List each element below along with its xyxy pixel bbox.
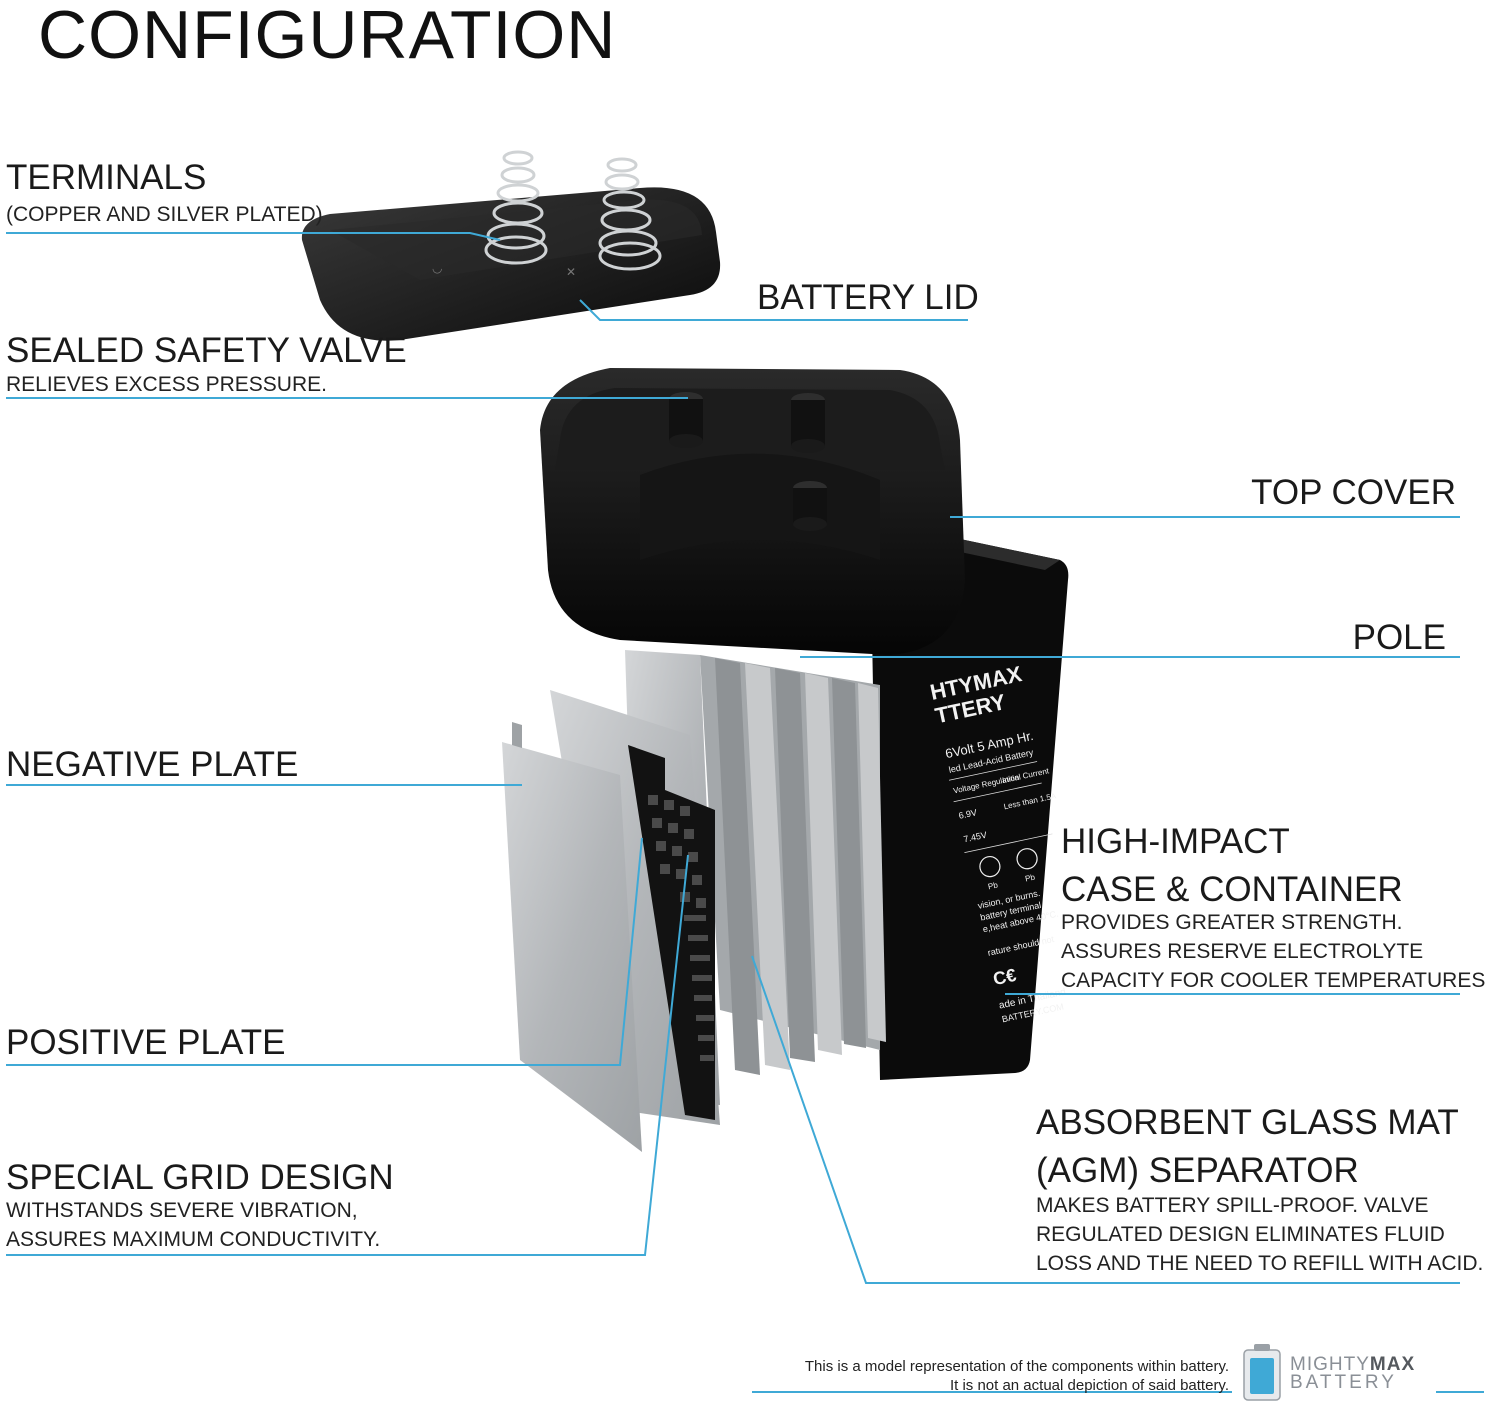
label-sealed-safety-valve-sub: RELIEVES EXCESS PRESSURE. [6, 373, 327, 396]
label-battery-lid: BATTERY LID [757, 278, 979, 317]
label-terminals: TERMINALS [6, 158, 207, 197]
label-agm-2: (AGM) SEPARATOR [1036, 1151, 1359, 1190]
case-pb-1: Pb [987, 880, 999, 891]
logo-line-1: MIGHTYMAX [1290, 1354, 1415, 1376]
page-title: CONFIGURATION [38, 0, 617, 73]
footnote-line-2: It is not an actual depiction of said ba… [949, 1376, 1229, 1394]
footnote: This is a model representation of the co… [805, 1358, 1229, 1396]
label-sealed-safety-valve: SEALED SAFETY VALVE [6, 331, 407, 370]
spring-right-icon [598, 157, 662, 271]
label-agm-sub-2: REGULATED DESIGN ELIMINATES FLUID [1036, 1223, 1445, 1246]
terminal-springs [484, 150, 662, 271]
top-cover [540, 368, 965, 655]
leader-special-grid [6, 854, 689, 1256]
leader-positive-plate [6, 837, 643, 1066]
spring-left-icon [484, 150, 548, 265]
leader-agm [751, 955, 1460, 1284]
lid-minus-mark: ◡ [432, 261, 442, 275]
label-agm-sub-1: MAKES BATTERY SPILL-PROOF. VALVE [1036, 1194, 1429, 1217]
grid-cells [648, 795, 714, 1061]
label-agm-1: ABSORBENT GLASS MAT [1036, 1103, 1459, 1142]
logo-mighty: MIGHTY [1290, 1354, 1370, 1375]
case-pb-2: Pb [1024, 872, 1036, 883]
plate-stack [502, 650, 720, 1152]
label-special-grid-sub-1: WITHSTANDS SEVERE VIBRATION, [6, 1199, 358, 1222]
lid-plus-mark: ✕ [566, 265, 576, 279]
recycle-icon [979, 856, 1001, 878]
no-trash-icon [1016, 848, 1038, 870]
agm-separator [700, 655, 886, 1075]
leader-battery-lid [579, 299, 968, 321]
mighty-max-battery-icon [1243, 1344, 1281, 1401]
leader-terminals [6, 232, 501, 241]
label-top-cover: TOP COVER [1251, 473, 1456, 512]
ce-mark-icon: C€ [991, 965, 1018, 989]
case-row-2a: 7.45V [963, 830, 988, 845]
logo-line-2: BATTERY [1290, 1372, 1397, 1393]
label-positive-plate: POSITIVE PLATE [6, 1023, 286, 1062]
label-negative-plate: NEGATIVE PLATE [6, 745, 299, 784]
label-terminals-sub: (COPPER AND SILVER PLATED) [6, 203, 323, 226]
label-pole: POLE [1352, 618, 1446, 657]
label-agm-sub-3: LOSS AND THE NEED TO REFILL WITH ACID. [1036, 1252, 1484, 1275]
label-special-grid-sub-2: ASSURES MAXIMUM CONDUCTIVITY. [6, 1228, 381, 1251]
case-row-1a: 6.9V [958, 807, 978, 821]
label-high-impact-1: HIGH-IMPACT [1061, 822, 1290, 861]
label-high-impact-sub-3: CAPACITY FOR COOLER TEMPERATURES. [1061, 969, 1487, 992]
leader-lines [6, 232, 1484, 1393]
label-high-impact-2: CASE & CONTAINER [1061, 870, 1403, 909]
logo-max: MAX [1369, 1354, 1416, 1375]
label-high-impact-sub-2: ASSURES RESERVE ELECTROLYTE [1061, 940, 1424, 963]
negative-plate-front [502, 742, 642, 1152]
label-special-grid: SPECIAL GRID DESIGN [6, 1158, 394, 1197]
footnote-line-1: This is a model representation of the co… [804, 1358, 1229, 1375]
label-high-impact-sub-1: PROVIDES GREATER STRENGTH. [1061, 911, 1403, 934]
